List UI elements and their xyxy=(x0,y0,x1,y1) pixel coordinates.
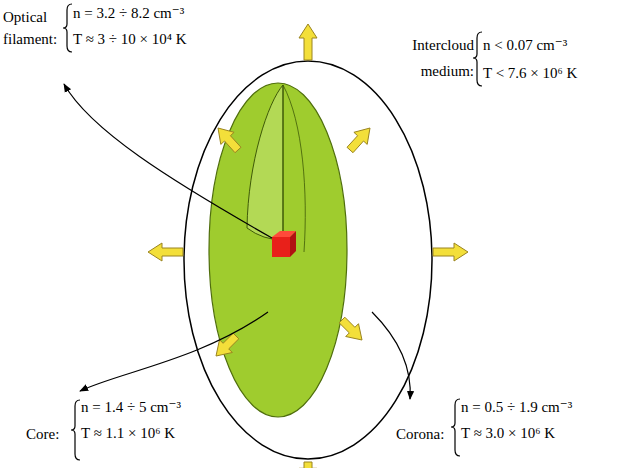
leader-arrow xyxy=(372,312,410,399)
region-value: T ≈ 1.1 × 10⁶ K xyxy=(81,424,175,442)
brace xyxy=(63,4,72,52)
brace xyxy=(473,32,482,86)
outflow-arrows xyxy=(148,24,468,468)
leader-arrow xyxy=(64,84,272,238)
region-name: Intercloud medium: xyxy=(392,32,474,84)
region-value: n = 0.5 ÷ 1.9 cm⁻³ xyxy=(461,398,572,416)
brace xyxy=(71,400,80,460)
leader-arrow xyxy=(80,312,268,391)
outflow-arrow xyxy=(299,462,317,468)
corona-ellipse: Corona:n = 0.5 ÷ 1.9 cm⁻³T ≈ 3.0 × 10⁶ K… xyxy=(183,60,433,460)
region-value: n < 0.07 cm⁻³ xyxy=(483,36,567,54)
core-ellipse: Core:n = 1.4 ÷ 5 cm⁻³T ≈ 1.1 × 10⁶ KOpti… xyxy=(208,82,348,418)
region-value: n = 3.2 ÷ 8.2 cm⁻³ xyxy=(73,4,184,22)
outflow-arrow xyxy=(347,128,370,153)
outflow-arrow xyxy=(299,24,317,60)
region-name: Corona: xyxy=(396,425,454,443)
region-name: Optical filament: xyxy=(3,6,65,50)
outflow-arrow xyxy=(339,317,362,340)
outflow-arrow xyxy=(216,333,239,356)
region-value: T ≈ 3.0 × 10⁶ K xyxy=(461,424,555,442)
region-name: Core: xyxy=(26,425,72,443)
outflow-arrow xyxy=(148,243,183,261)
region-value: T < 7.6 × 10⁶ K xyxy=(483,64,577,82)
filament-box-outline xyxy=(270,229,298,259)
outflow-arrow xyxy=(433,243,468,261)
region-value: T ≈ 3 ÷ 10 × 10⁴ K xyxy=(73,30,187,48)
brace xyxy=(451,399,460,456)
filament-box: Optical filament:n = 3.2 ÷ 8.2 cm⁻³T ≈ 3… xyxy=(270,229,298,259)
outflow-arrow xyxy=(218,128,241,153)
region-value: n = 1.4 ÷ 5 cm⁻³ xyxy=(81,398,181,416)
